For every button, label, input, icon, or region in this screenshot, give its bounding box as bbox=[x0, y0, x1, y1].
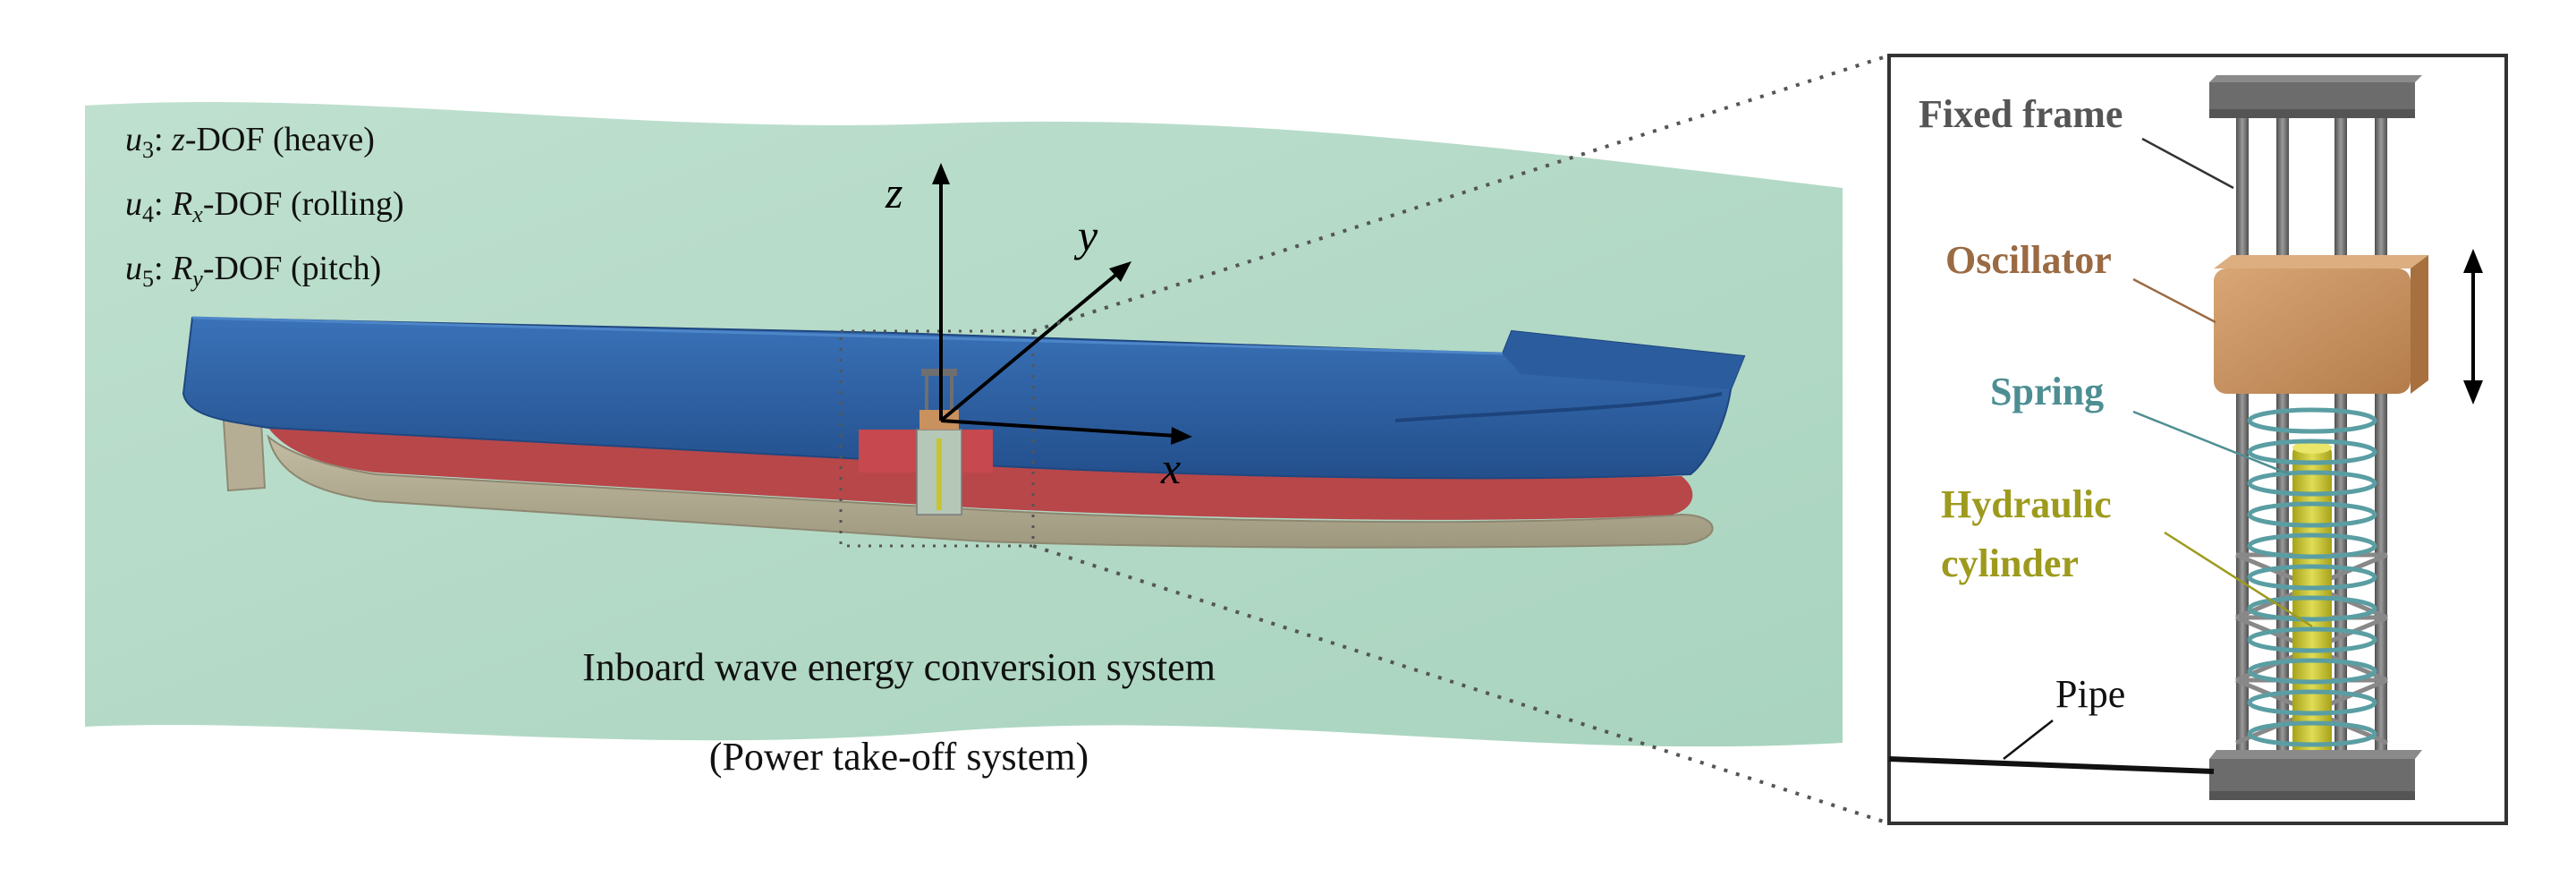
pipe bbox=[1888, 756, 2215, 774]
frame-top-plate-face bbox=[2209, 82, 2415, 109]
ship-rudder bbox=[222, 420, 267, 492]
dof-legend-rolling: u4: Rx-DOF (rolling) bbox=[125, 185, 404, 227]
leader-hydraulic bbox=[2164, 531, 2313, 628]
oscillator-block bbox=[2214, 268, 2411, 394]
leader-oscillator bbox=[2132, 277, 2216, 324]
dof-legend: u3: z-DOF (heave) u4: Rx-DOF (rolling) u… bbox=[125, 121, 404, 292]
y-axis-line bbox=[939, 271, 1120, 422]
ship-forecastle bbox=[1503, 331, 1744, 389]
leader-spring bbox=[2132, 410, 2291, 476]
leader-pipe bbox=[2003, 720, 2054, 760]
spring-coil bbox=[2247, 407, 2377, 747]
z-axis-label: z bbox=[885, 167, 902, 217]
label-hydraulic: Hydraulic bbox=[1941, 482, 2112, 526]
y-axis-arrowhead bbox=[1109, 261, 1131, 282]
dof-legend-heave: u3: z-DOF (heave) bbox=[125, 121, 375, 163]
leader-fixed-frame bbox=[2141, 137, 2234, 190]
frame-bottom-plate-side bbox=[2209, 791, 2415, 800]
oscillation-arrow bbox=[2463, 249, 2483, 405]
z-axis-arrowhead bbox=[932, 163, 950, 184]
detail-panel: Fixed frame Oscillator Spring Hydraulic … bbox=[1887, 54, 2508, 825]
ship-upper-hull bbox=[182, 316, 1746, 480]
label-cylinder: cylinder bbox=[1941, 541, 2079, 585]
x-axis-line bbox=[940, 419, 1177, 438]
frame-top-plate-side bbox=[2209, 109, 2415, 118]
dof-legend-pitch: u5: Ry-DOF (pitch) bbox=[125, 250, 381, 292]
hydraulic-cylinder-top bbox=[2292, 441, 2332, 454]
label-spring: Spring bbox=[1990, 370, 2104, 413]
frame-rod-1 bbox=[2236, 118, 2249, 754]
oscillator-side bbox=[2411, 255, 2428, 394]
frame-rod-4 bbox=[2375, 118, 2387, 754]
ship-hull-shading bbox=[1394, 392, 1723, 422]
caption-line-1: Inboard wave energy conversion system bbox=[582, 645, 1216, 689]
label-oscillator: Oscillator bbox=[1945, 238, 2112, 282]
y-axis-label: y bbox=[1073, 210, 1098, 260]
ship-deck-line bbox=[191, 316, 1504, 355]
ship bbox=[182, 316, 1746, 549]
x-axis-label: x bbox=[1160, 443, 1181, 493]
ship-boot-topping bbox=[268, 428, 1693, 520]
x-axis-arrowhead bbox=[1171, 427, 1192, 445]
coordinate-axes: z y x bbox=[885, 163, 1192, 493]
ship-lower-hull bbox=[267, 434, 1714, 549]
caption-line-2: (Power take-off system) bbox=[709, 735, 1089, 779]
frame-bottom-plate-top bbox=[2209, 750, 2422, 759]
oscillator-top bbox=[2214, 255, 2428, 268]
frame-top-plate-top bbox=[2209, 75, 2422, 82]
label-fixed-frame: Fixed frame bbox=[1919, 92, 2123, 136]
frame-bottom-plate bbox=[2209, 759, 2415, 791]
label-pipe: Pipe bbox=[2055, 672, 2125, 716]
detail-panel-border bbox=[1887, 54, 2508, 825]
